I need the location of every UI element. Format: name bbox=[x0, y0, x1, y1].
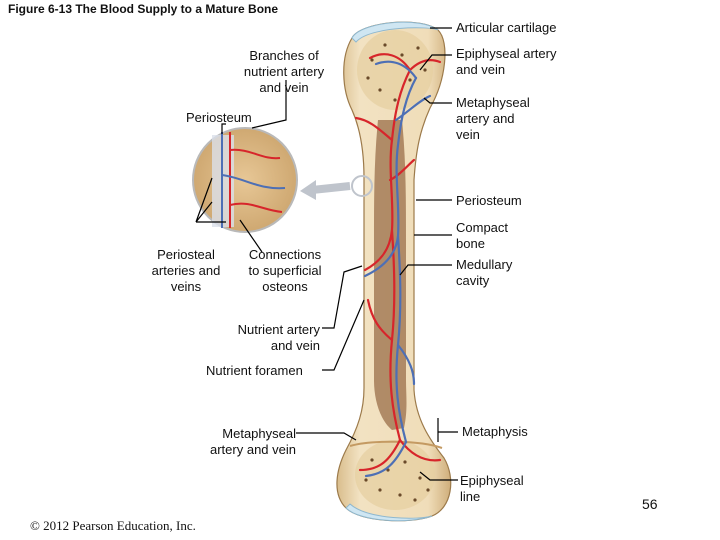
figure-title: Figure 6-13 The Blood Supply to a Mature… bbox=[8, 2, 279, 16]
magnified-vessels bbox=[221, 132, 286, 228]
label-metaphysis: Metaphysis bbox=[462, 424, 528, 439]
spongy-dots bbox=[364, 43, 430, 502]
label-nutrient-foramen: Nutrient foramen bbox=[206, 363, 303, 378]
page-number: 56 bbox=[642, 496, 658, 512]
zoom-source-circle bbox=[351, 175, 373, 197]
arteries bbox=[354, 53, 442, 472]
proximal-epiphysis bbox=[357, 30, 433, 110]
articular-cartilage-bottom bbox=[345, 503, 433, 522]
zoom-arrow bbox=[311, 182, 351, 194]
copyright: © 2012 Pearson Education, Inc. bbox=[30, 518, 196, 533]
zoom-arrowhead bbox=[300, 180, 316, 200]
articular-cartilage-top bbox=[351, 21, 439, 43]
distal-epiphysis bbox=[355, 440, 435, 510]
label-compact-bone: Compact bone bbox=[456, 220, 509, 251]
label-branches-nutrient: Branches of nutrient artery and vein bbox=[243, 48, 325, 95]
label-medullary-cavity: Medullary cavity bbox=[456, 257, 513, 288]
label-nutrient-artery: Nutrient artery and vein bbox=[237, 322, 320, 353]
label-periosteum-left: Periosteum bbox=[186, 110, 252, 125]
label-metaphyseal-artery-top: Metaphyseal artery and vein bbox=[456, 95, 530, 142]
label-epiphyseal-line: Epiphyseal line bbox=[460, 473, 524, 504]
label-articular-cartilage: Articular cartilage bbox=[456, 20, 557, 35]
leader-lines bbox=[195, 27, 458, 481]
label-periosteum-right: Periosteum bbox=[456, 193, 522, 208]
label-epiphyseal-artery: Epiphyseal artery and vein bbox=[456, 46, 557, 77]
label-metaphyseal-artery-bottom: Metaphyseal artery and vein bbox=[210, 426, 296, 457]
veins bbox=[363, 60, 432, 478]
label-connections: Connections to superficial osteons bbox=[248, 247, 322, 294]
epiphyseal-line bbox=[349, 440, 443, 449]
label-periosteal-arteries: Periosteal arteries and veins bbox=[151, 247, 221, 294]
